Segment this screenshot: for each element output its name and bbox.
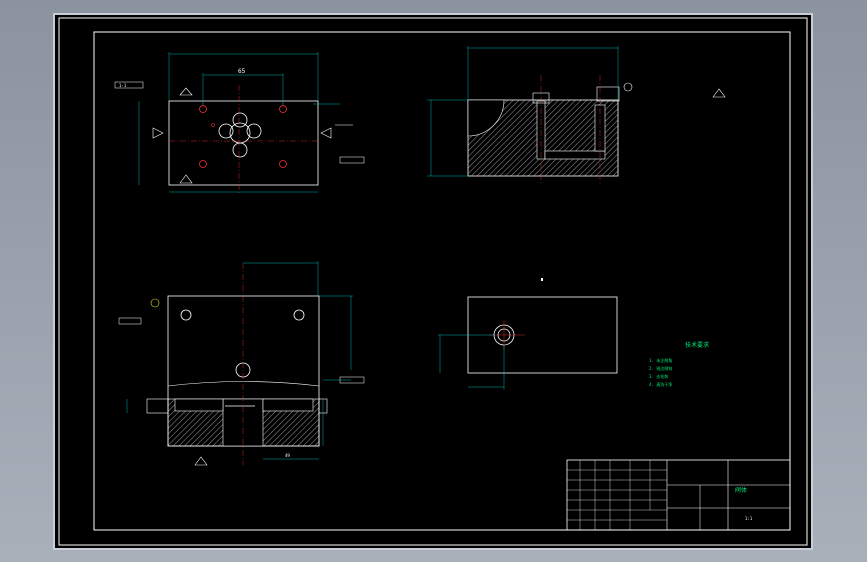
title-block: 阀体 1:1 <box>566 459 791 531</box>
scale-value: 1:1 <box>745 516 753 521</box>
tech-note-1: 1. 未注倒角 <box>649 357 672 363</box>
tech-note-3: 3. 去毛刺 <box>649 373 668 379</box>
cad-drawing: 65 1-1 <box>58 17 808 546</box>
view-bottom-right <box>438 278 618 390</box>
view-side-section <box>427 46 726 185</box>
outer-frame <box>58 17 808 546</box>
tech-title: 技术要求 <box>685 341 709 349</box>
dim-bottom-left-label: 49 <box>285 453 290 458</box>
tech-note-4: 4. 清洗干净 <box>649 381 672 387</box>
tech-note-2: 2. 锐边倒钝 <box>649 365 672 371</box>
cad-viewport[interactable]: 65 1-1 <box>55 15 811 548</box>
view-top: 65 1-1 <box>114 52 365 193</box>
dim-left-label: 1-1 <box>119 83 127 88</box>
part-name: 阀体 <box>735 486 747 494</box>
technical-notes: 技术要求 1. 未注倒角 2. 锐边倒钝 3. 去毛刺 4. 清洗干净 <box>649 341 709 387</box>
inner-frame <box>93 31 791 531</box>
view-front-section: 49 <box>118 261 365 466</box>
dim-top-label: 65 <box>238 68 246 75</box>
